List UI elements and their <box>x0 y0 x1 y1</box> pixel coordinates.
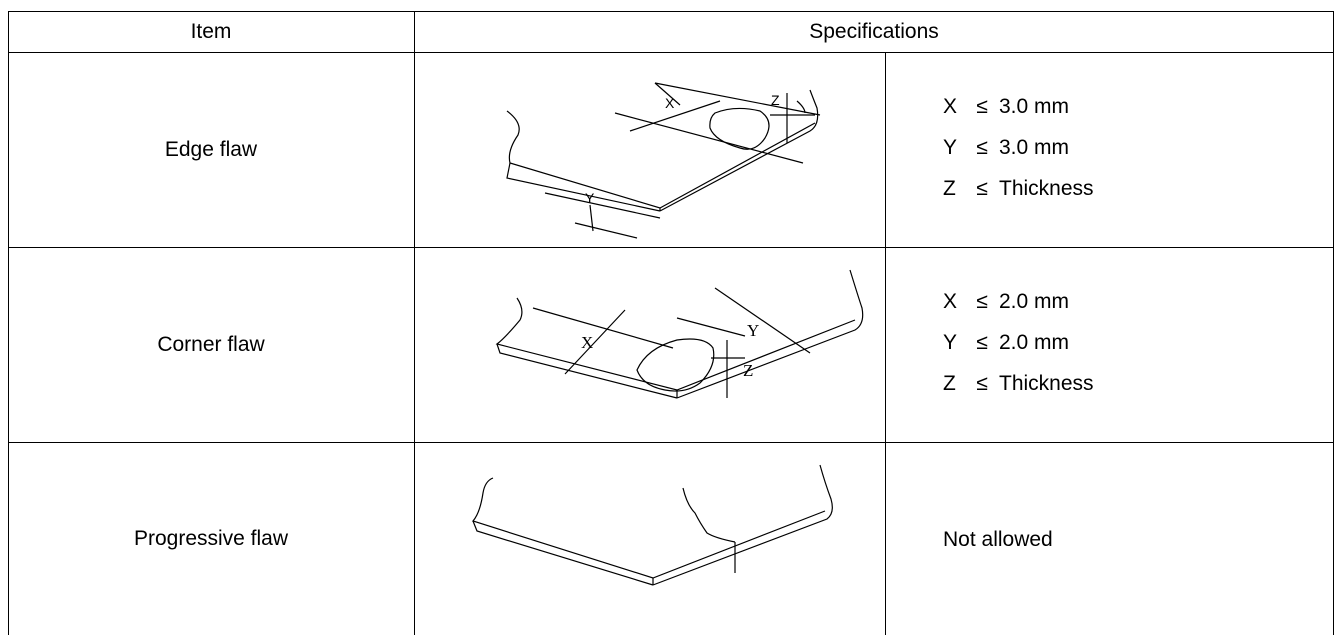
header-divider <box>8 52 1334 53</box>
table-border-right <box>1333 11 1334 635</box>
spec-line: Z≤Thickness <box>943 177 1094 200</box>
edge-flaw-x-label: X <box>665 95 675 111</box>
progressive-flaw-diagram <box>471 464 833 586</box>
table-border-left <box>8 11 9 635</box>
corner-flaw-y-label: Y <box>747 321 759 340</box>
spec-line: Y≤2.0 mm <box>943 331 1070 354</box>
row-divider-2 <box>8 442 1334 443</box>
spec-line: X≤3.0 mm <box>943 95 1070 118</box>
header-specifications: Specifications <box>809 19 939 43</box>
progressive-flaw-specs: Not allowed <box>943 528 1053 551</box>
corner-flaw-diagram: X Y Z <box>495 269 864 399</box>
row-item-progressive-flaw: Progressive flaw <box>133 526 289 550</box>
corner-flaw-z-label: Z <box>743 361 753 380</box>
spec-line: Y≤3.0 mm <box>943 136 1070 159</box>
spec-line: X≤2.0 mm <box>943 290 1070 313</box>
row-item-edge-flaw: Edge flaw <box>164 137 258 161</box>
edge-flaw-diagram: X Z Y <box>506 82 821 239</box>
row-divider-1 <box>8 247 1334 248</box>
corner-flaw-x-label: X <box>581 333 593 352</box>
edge-flaw-y-label: Y <box>585 190 595 206</box>
table-border-top <box>8 11 1334 12</box>
corner-flaw-specs: X≤2.0 mm Y≤2.0 mm Z≤Thickness <box>943 281 1094 404</box>
column-divider-spec <box>885 52 886 635</box>
edge-flaw-specs: X≤3.0 mm Y≤3.0 mm Z≤Thickness <box>943 86 1094 209</box>
column-divider-item <box>414 11 415 635</box>
row-item-corner-flaw: Corner flaw <box>157 332 265 356</box>
edge-flaw-z-label: Z <box>771 92 780 108</box>
spec-line: Z≤Thickness <box>943 372 1094 395</box>
header-item: Item <box>190 19 232 43</box>
